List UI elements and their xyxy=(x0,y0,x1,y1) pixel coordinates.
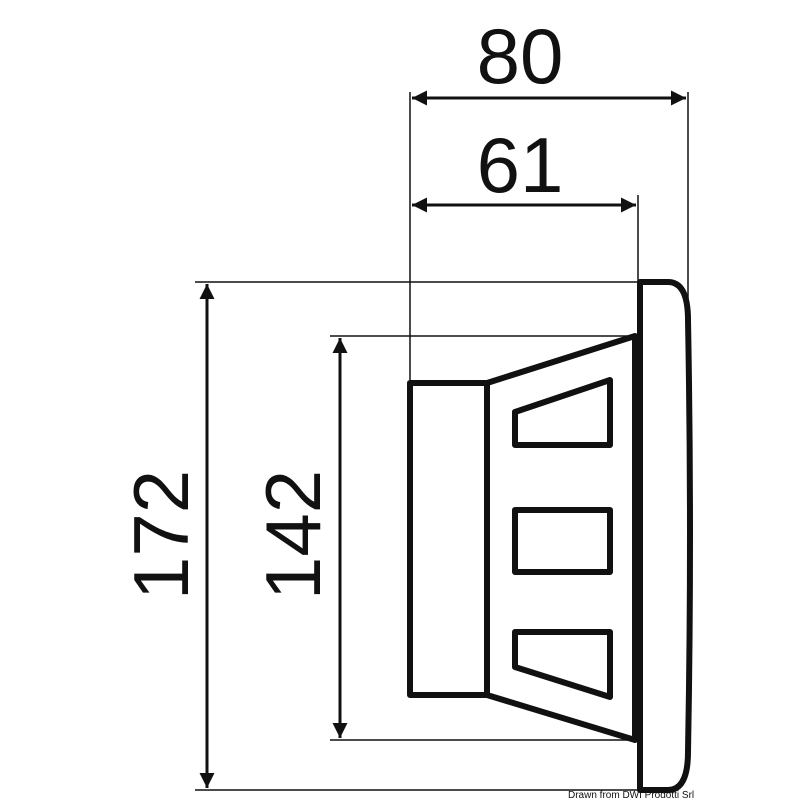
extension-lines xyxy=(195,92,689,791)
vent-slot-bottom xyxy=(512,629,613,700)
label-61: 61 xyxy=(477,121,564,209)
vent-slot-middle xyxy=(512,507,613,575)
body-rear-housing xyxy=(407,380,490,698)
label-142: 142 xyxy=(249,470,337,600)
front-cover xyxy=(637,279,693,793)
label-80: 80 xyxy=(477,12,564,100)
label-172: 172 xyxy=(117,470,205,600)
vent-slot-top xyxy=(512,377,613,448)
watermark: Drawn from DWI Prodotti Srl xyxy=(568,790,694,800)
